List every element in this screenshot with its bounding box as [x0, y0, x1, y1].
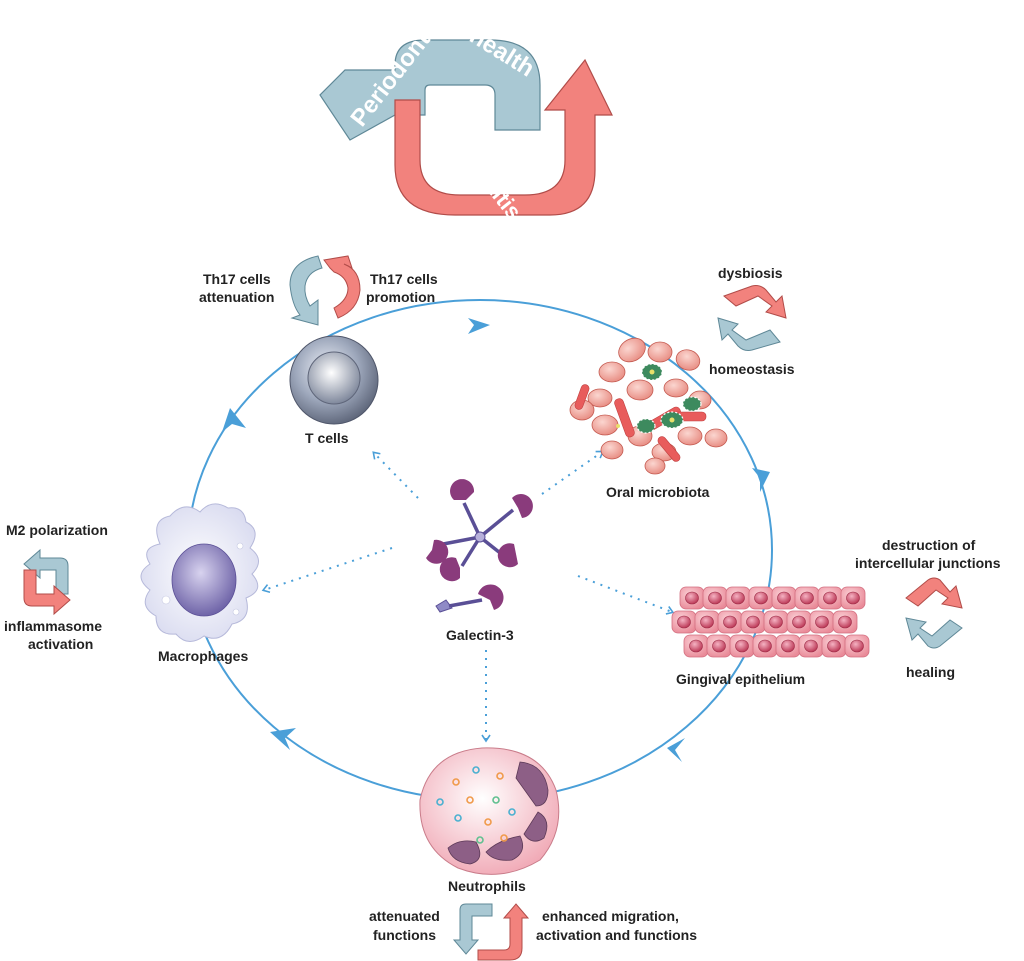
- neutrophils-node: Neutrophils attenuated functions enhance…: [369, 747, 697, 961]
- epithelial-nucleus: [689, 639, 703, 653]
- galectin-arrows: [261, 450, 675, 743]
- bacteria-dots: [616, 369, 675, 428]
- banner-health-disease: Periodontal health Periodontitis: [319, 11, 613, 224]
- epithelial-nucleus: [781, 639, 795, 653]
- tcells-node: T cells Th17 cells attenuation Th17 cell…: [199, 255, 438, 446]
- epithelial-nucleus: [838, 615, 852, 629]
- cycle-chevron-left-icon: [222, 408, 246, 432]
- macrophages-m2-label: M2 polarization: [6, 522, 108, 538]
- epithelial-nucleus: [754, 591, 768, 605]
- epithelial-nucleus: [769, 615, 783, 629]
- epithelial-nucleus: [777, 591, 791, 605]
- epithelium-healing-label: healing: [906, 664, 955, 680]
- dotted-arrow-to-epithelium: [577, 575, 675, 615]
- epithelium-label: Gingival epithelium: [676, 671, 805, 687]
- dotted-arrow-to-tcells: [372, 451, 419, 499]
- neutrophils-attenuated-line1: attenuated: [369, 908, 440, 924]
- neutrophils-attenuated-line2: functions: [373, 927, 436, 943]
- macrophages-inflammasome-line2: activation: [28, 636, 93, 652]
- epithelium-destruction-line1: destruction of: [882, 537, 976, 553]
- epithelial-nucleus: [735, 639, 749, 653]
- health-arrow: [319, 39, 541, 141]
- neutrophil-nucleus: [447, 761, 549, 865]
- microbiota-node: Oral microbiota dysbiosis homeostasis: [569, 265, 795, 500]
- neutrophils-enhanced-line1: enhanced migration,: [542, 908, 679, 924]
- epithelial-nucleus: [708, 591, 722, 605]
- epithelial-nucleus: [792, 615, 806, 629]
- periodontitis-arrow: [394, 58, 613, 216]
- epithelium-healing-arrow: [905, 617, 963, 649]
- epithelium-destruction-arrow: [905, 577, 963, 609]
- macrophages-inflammasome-arrow: [23, 569, 71, 616]
- epithelial-nucleus: [746, 615, 760, 629]
- epithelium-destruction-line2: intercellular junctions: [855, 555, 1001, 571]
- epithelial-nucleus: [804, 639, 818, 653]
- neutrophils-label: Neutrophils: [448, 878, 526, 894]
- microbiota-homeostasis-arrow: [717, 317, 781, 351]
- epithelial-nucleus: [758, 639, 772, 653]
- epithelial-nucleus: [731, 591, 745, 605]
- microbiota-homeostasis-label: homeostasis: [709, 361, 795, 377]
- tcells-right-line1: Th17 cells: [370, 271, 438, 287]
- neutrophil-granules: [436, 766, 516, 844]
- tcells-attenuation-arrow: [289, 255, 323, 326]
- cycle-chevron-top-icon: [468, 318, 490, 334]
- tcells-left-line1: Th17 cells: [203, 271, 271, 287]
- macrophage-nucleus: [171, 543, 237, 617]
- neutrophils-enhanced-line2: activation and functions: [536, 927, 697, 943]
- neutrophils-enhanced-arrow: [477, 903, 530, 961]
- tcells-label: T cells: [305, 430, 349, 446]
- tcells-right-line2: promotion: [366, 289, 435, 305]
- bacteria-cluster: [569, 337, 728, 475]
- microbiota-dysbiosis-arrow: [723, 285, 787, 319]
- cycle-chevron-lower-right-icon: [667, 738, 685, 762]
- epithelial-nucleus: [723, 615, 737, 629]
- epithelium-cells: [671, 586, 870, 658]
- macrophages-m2-arrow: [23, 548, 69, 595]
- epithelium-node: Gingival epithelium destruction of inter…: [671, 537, 1001, 687]
- epithelial-nucleus: [700, 615, 714, 629]
- tcells-left-line2: attenuation: [199, 289, 274, 305]
- dotted-arrow-to-microbiota: [541, 450, 605, 495]
- epithelial-nucleus: [800, 591, 814, 605]
- cycle-chevron-lower-left-icon: [270, 728, 296, 750]
- galectin-3-label: Galectin-3: [446, 627, 514, 643]
- epithelial-nucleus: [815, 615, 829, 629]
- macrophages-inflammasome-line1: inflammasome: [4, 618, 102, 634]
- tcells-promotion-arrow: [323, 255, 361, 319]
- neutrophils-attenuated-arrow: [452, 903, 493, 955]
- macrophages-label: Macrophages: [158, 648, 248, 664]
- tcell-nucleus: [307, 351, 361, 405]
- microbiota-label: Oral microbiota: [606, 484, 710, 500]
- macrophages-node: Macrophages M2 polarization inflammasome…: [4, 503, 259, 664]
- epithelial-nucleus: [846, 591, 860, 605]
- cycle-ring: [187, 299, 773, 801]
- epithelial-nucleus: [850, 639, 864, 653]
- microbiota-dysbiosis-label: dysbiosis: [718, 265, 783, 281]
- epithelial-nucleus: [712, 639, 726, 653]
- epithelial-nucleus: [685, 591, 699, 605]
- galectin-3-molecule: Galectin-3: [426, 479, 533, 643]
- dotted-arrow-to-macrophages: [261, 547, 393, 594]
- galectin-crd-domains: [426, 479, 533, 582]
- epithelial-nucleus: [827, 639, 841, 653]
- epithelial-nucleus: [677, 615, 691, 629]
- cycle-chevrons: [222, 318, 770, 762]
- cycle-chevron-right-icon: [752, 468, 770, 492]
- epithelial-nucleus: [823, 591, 837, 605]
